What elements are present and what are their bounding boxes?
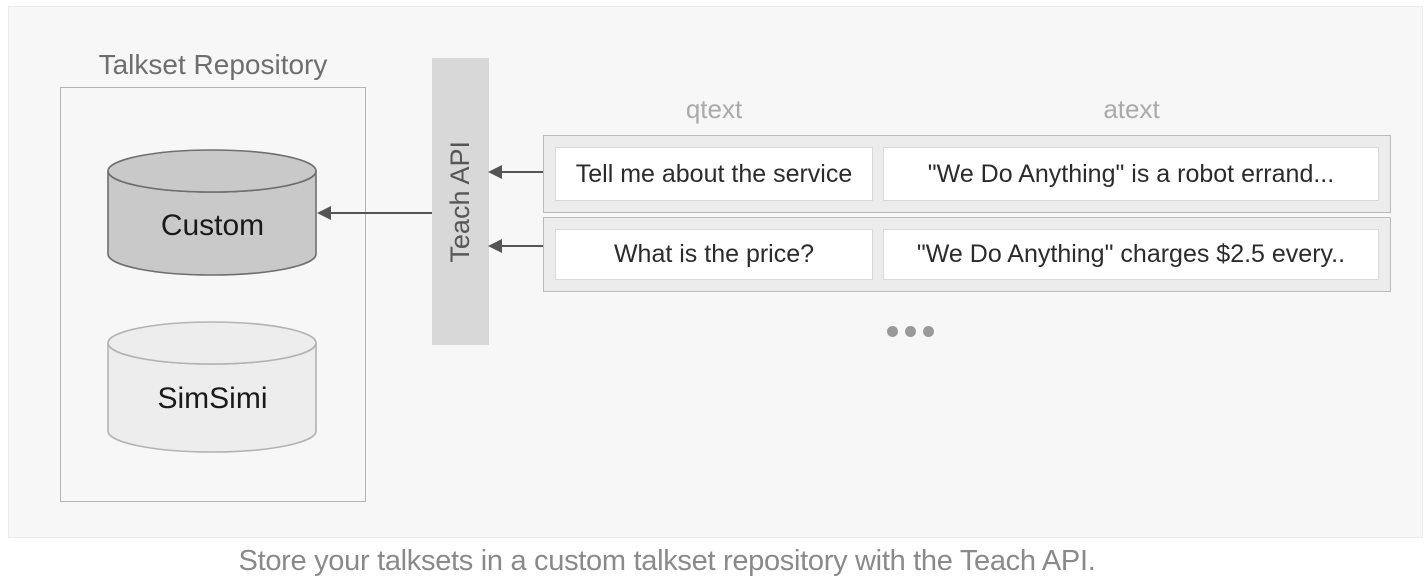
custom-database-label: Custom (160, 209, 265, 242)
arrow-api-to-custom-line (330, 212, 432, 214)
diagram-caption: Store your talksets in a custom talkset … (238, 545, 1096, 577)
arrow-left-icon (488, 239, 502, 253)
qtext-cell: What is the price? (555, 229, 873, 280)
custom-database-icon (107, 149, 317, 276)
ellipsis-dot-icon (922, 325, 934, 337)
arrow-left-icon (317, 206, 331, 220)
custom-cylinder-shape (107, 149, 317, 276)
repository-title: Talkset Repository (98, 49, 328, 80)
simsimi-database-icon (107, 321, 317, 453)
teach-api-bar: Teach API (432, 58, 489, 345)
qtext-cell: Tell me about the service (555, 147, 873, 201)
arrow-row1-to-api-line (501, 171, 543, 173)
repository-box (60, 87, 366, 502)
table-row: What is the price? "We Do Anything" char… (543, 217, 1391, 292)
ellipsis-dot-icon (886, 325, 898, 337)
atext-cell: "We Do Anything" charges $2.5 every.. (883, 229, 1379, 280)
arrow-row2-to-api-line (501, 245, 543, 247)
simsimi-cylinder-shape (107, 321, 317, 453)
simsimi-database-label: SimSimi (157, 382, 268, 415)
ellipsis-dot-icon (904, 325, 916, 337)
column-header-atext: atext (1103, 94, 1160, 124)
atext-cell: "We Do Anything" is a robot errand... (883, 147, 1379, 201)
more-rows-indicator (878, 324, 942, 338)
teach-api-label: Teach API (445, 140, 475, 263)
column-header-qtext: qtext (685, 94, 743, 124)
table-row: Tell me about the service "We Do Anythin… (543, 135, 1391, 213)
arrow-left-icon (488, 165, 502, 179)
